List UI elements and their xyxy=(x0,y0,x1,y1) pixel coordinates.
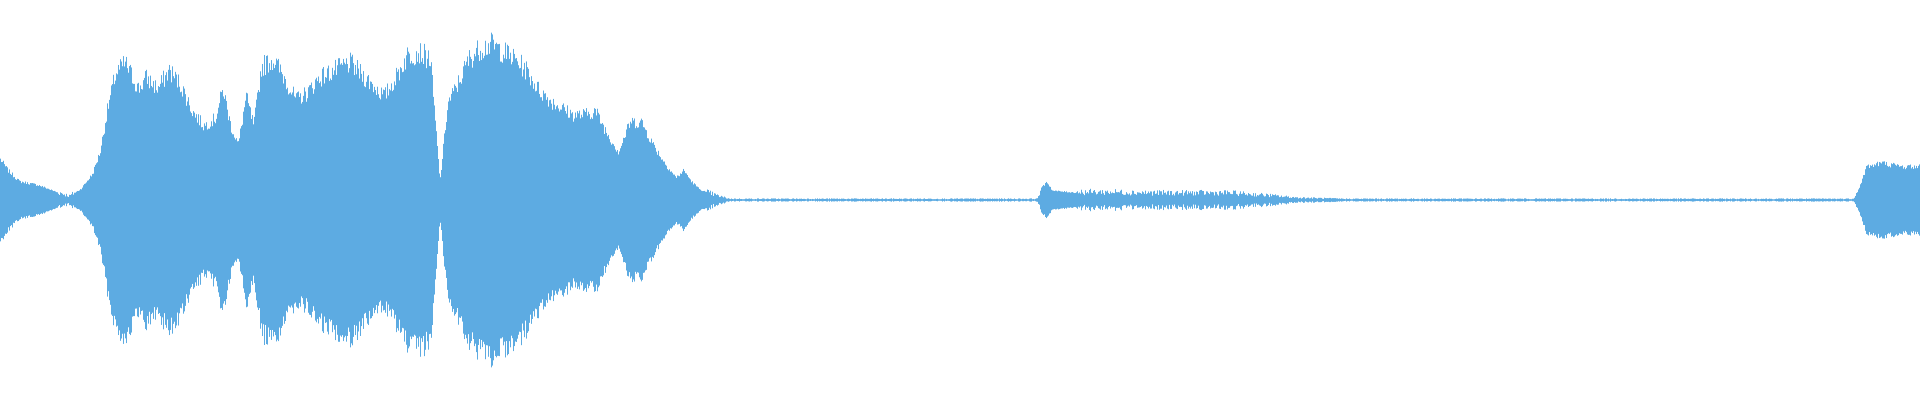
audio-waveform xyxy=(0,32,1920,368)
